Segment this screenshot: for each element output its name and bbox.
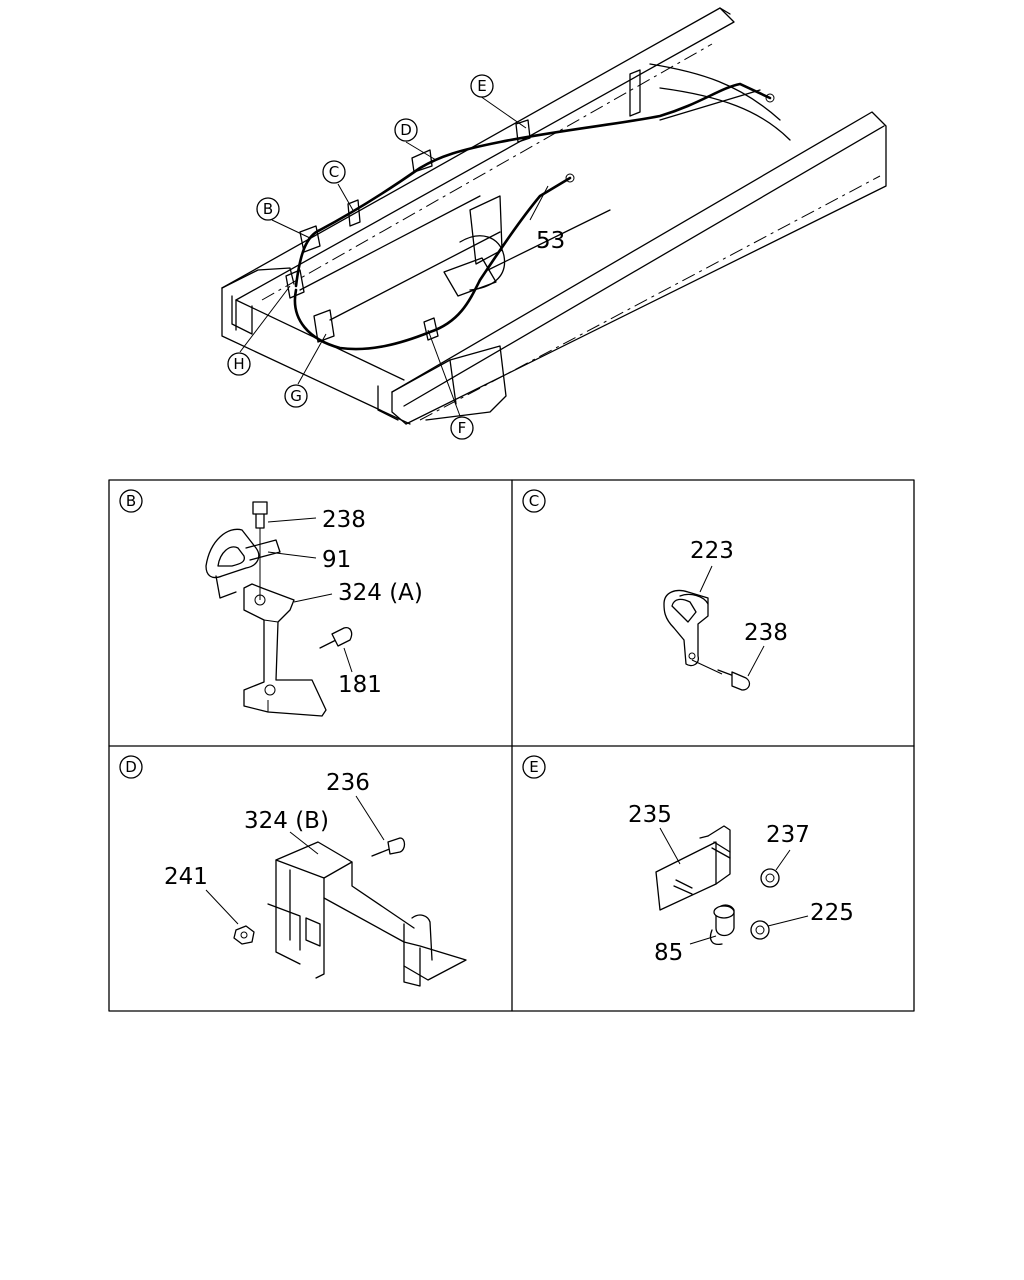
part-number-223: 223 xyxy=(690,538,734,564)
callout-g: G xyxy=(284,384,308,408)
part-number-53: 53 xyxy=(536,228,565,254)
panel-d-letter: D xyxy=(119,755,143,779)
part-number-85: 85 xyxy=(654,940,683,966)
callout-d: D xyxy=(394,118,418,142)
chassis-frame-drawing xyxy=(221,7,887,425)
callout-e: E xyxy=(470,74,494,98)
part-number-324a: 324 (A) xyxy=(338,580,423,606)
part-number-225: 225 xyxy=(810,900,854,926)
part-number-236: 236 xyxy=(326,770,370,796)
svg-text:B: B xyxy=(263,200,273,218)
svg-text:C: C xyxy=(329,163,339,181)
detail-panel-b: B 238 91 324 (A) 181 xyxy=(119,489,423,717)
svg-text:E: E xyxy=(529,758,538,776)
detail-panel-e: E 235 237 225 85 xyxy=(522,755,854,966)
callout-f: F xyxy=(450,416,474,440)
svg-text:C: C xyxy=(529,492,539,510)
overview-callouts: E D C B H G F 53 xyxy=(227,74,565,440)
parking-brake-cables xyxy=(293,82,775,351)
svg-text:D: D xyxy=(400,121,412,139)
part-number-238: 238 xyxy=(322,507,366,533)
panel-b-letter: B xyxy=(119,489,143,513)
part-number-235: 235 xyxy=(628,802,672,828)
callout-h: H xyxy=(227,352,251,376)
detail-panel-grid xyxy=(108,479,915,1012)
part-number-324b: 324 (B) xyxy=(244,808,329,834)
svg-text:D: D xyxy=(125,758,137,776)
part-number-91: 91 xyxy=(322,547,351,573)
part-number-238-c: 238 xyxy=(744,620,788,646)
detail-panel-c: C 223 238 xyxy=(522,489,788,691)
callout-b: B xyxy=(256,197,280,221)
part-number-181: 181 xyxy=(338,672,382,698)
panel-e-letter: E xyxy=(522,755,546,779)
detail-panel-d: D 236 324 (B) 241 xyxy=(119,755,467,987)
svg-text:E: E xyxy=(477,77,486,95)
part-number-241: 241 xyxy=(164,864,208,890)
callout-c: C xyxy=(322,160,346,184)
svg-text:G: G xyxy=(290,387,302,405)
part-number-237: 237 xyxy=(766,822,810,848)
panel-c-letter: C xyxy=(522,489,546,513)
svg-text:H: H xyxy=(233,355,244,373)
svg-text:F: F xyxy=(458,419,467,437)
svg-text:B: B xyxy=(126,492,136,510)
